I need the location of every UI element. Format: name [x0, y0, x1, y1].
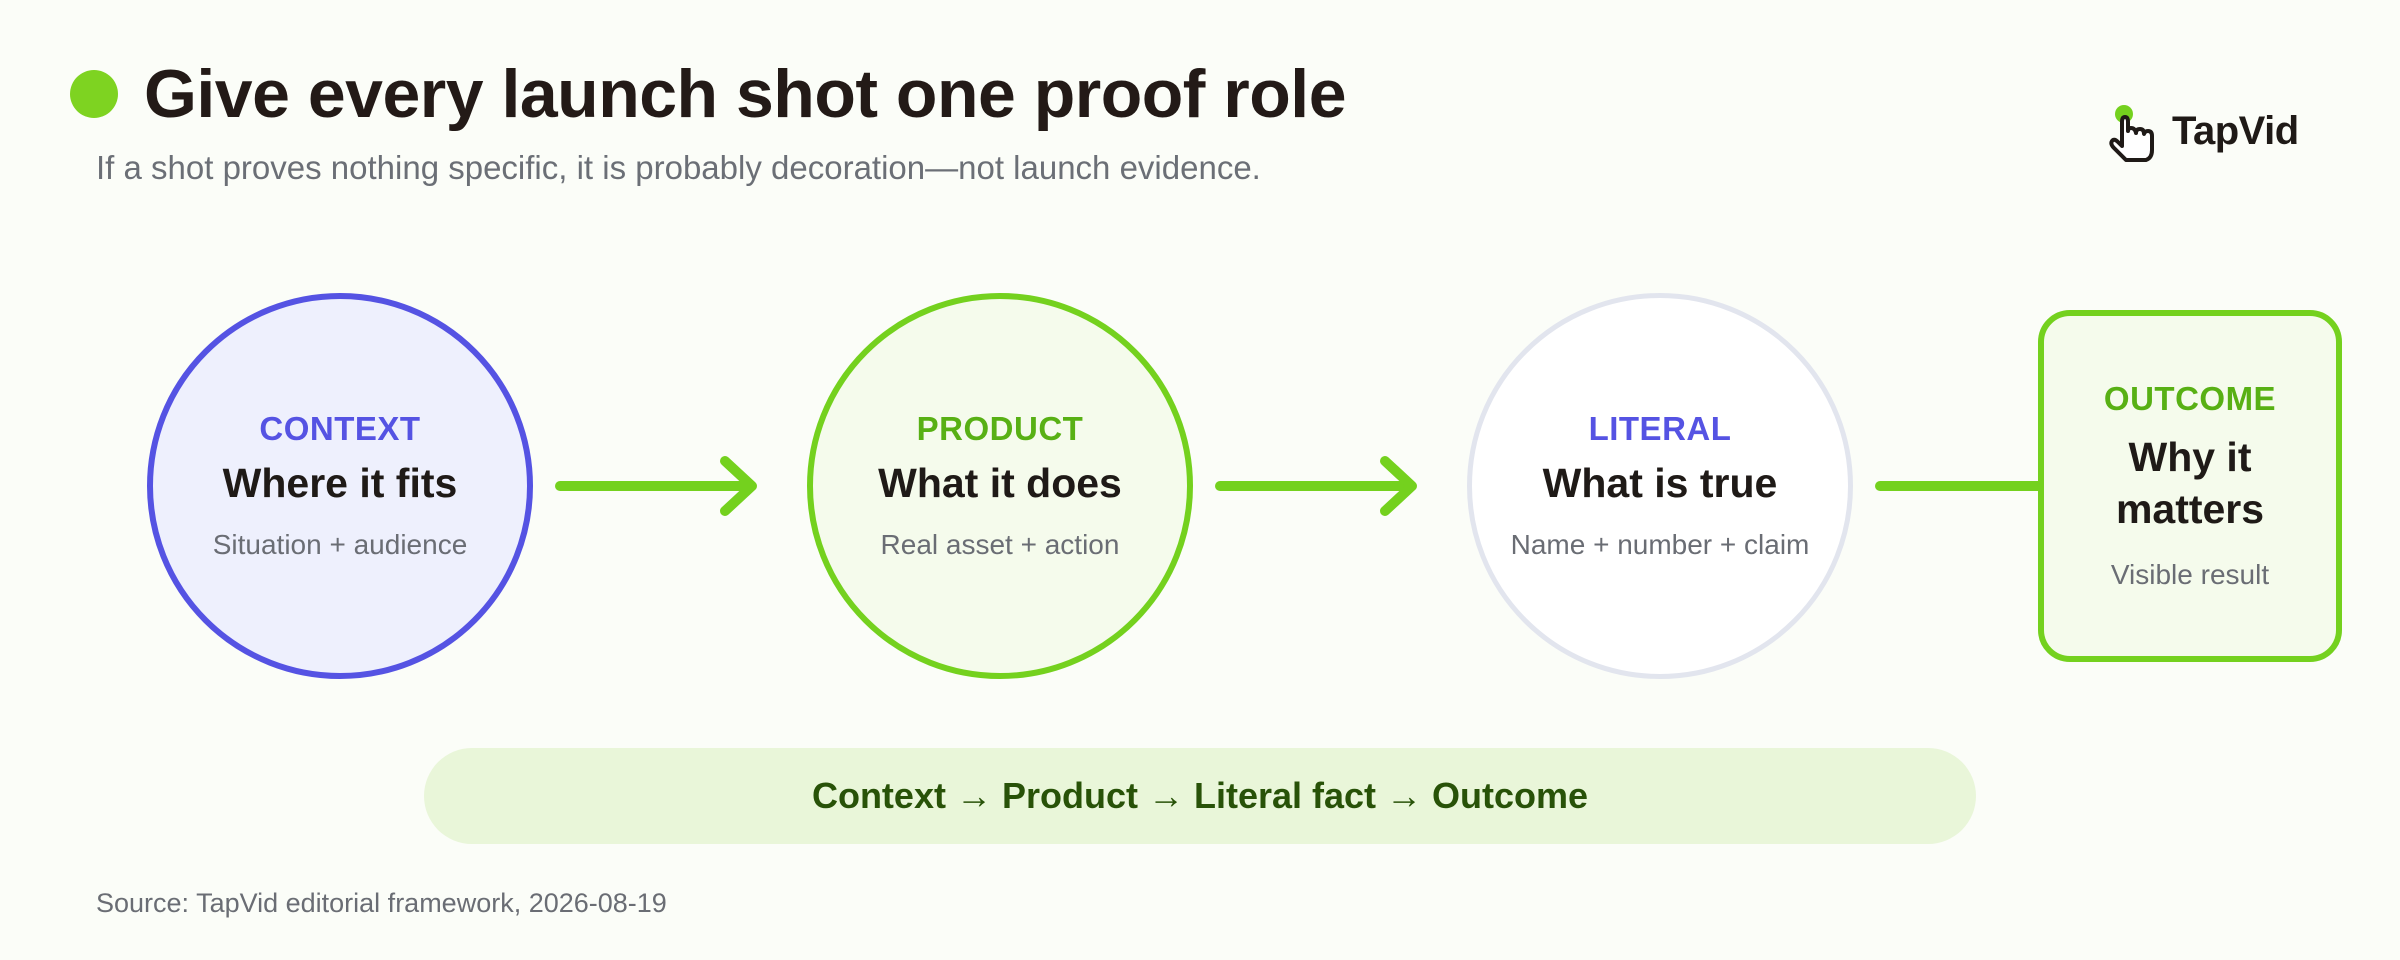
node-description: Situation + audience [212, 529, 468, 560]
node-label: PRODUCT [916, 410, 1084, 447]
source-note: Source: TapVid editorial framework, 2026… [96, 888, 667, 918]
hand-pointer-icon [2109, 105, 2154, 162]
node-product: PRODUCT What it does Real asset + action [807, 293, 1193, 679]
node-title: What is true [1542, 460, 1778, 506]
node-label: LITERAL [1588, 410, 1732, 447]
arrow-context-to-product [555, 456, 757, 516]
arrow-product-to-literal [1215, 456, 1417, 516]
node-literal: LITERAL What is true Name + number + cla… [1467, 293, 1853, 679]
summary-banner: Context → Product → Literal fact → Outco… [424, 748, 1976, 844]
node-description: Name + number + claim [1510, 529, 1810, 560]
logo-wordmark: TapVid [2172, 109, 2299, 153]
node-description: Visible result [2110, 559, 2270, 590]
page-title: Give every launch shot one proof role [144, 56, 1347, 132]
node-label: CONTEXT [259, 410, 421, 447]
title-bullet-icon [70, 70, 118, 118]
node-context: CONTEXT Where it fits Situation + audien… [147, 293, 533, 679]
node-description: Real asset + action [880, 529, 1120, 560]
node-label: OUTCOME [2103, 380, 2277, 417]
node-title: Where it fits [222, 460, 458, 506]
node-title: Why it matters [2115, 434, 2265, 532]
node-outcome: OUTCOME Why it matters Visible result [2038, 310, 2342, 662]
tapvid-logo: TapVid [2108, 100, 2308, 164]
node-title: What it does [878, 460, 1122, 506]
page-subtitle: If a shot proves nothing specific, it is… [96, 149, 1261, 186]
